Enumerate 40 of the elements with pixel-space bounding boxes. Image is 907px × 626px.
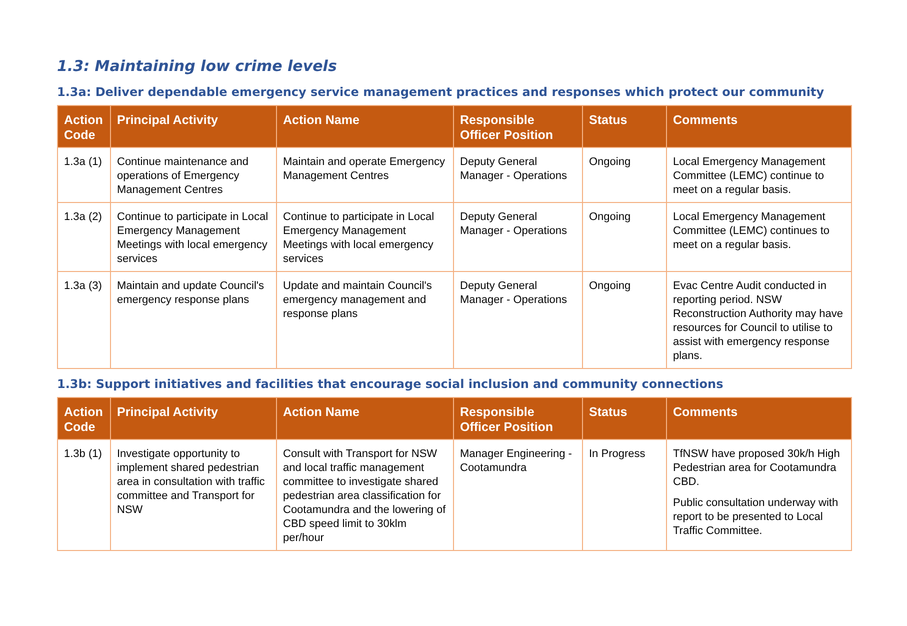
table-cell: In Progress	[582, 440, 666, 550]
column-header: Status	[582, 106, 666, 148]
column-header: Comments	[666, 106, 852, 148]
table-cell: 1.3a (1)	[58, 148, 110, 202]
column-header: Action Code	[58, 106, 110, 148]
table-cell: Continue maintenance and operations of Emergency Management Centres	[110, 148, 276, 202]
section-heading: 1.3b: Support initiatives and facilities that encourage social inclusion and community connections	[57, 376, 724, 393]
table-cell: Local Emergency Management Committee (LEMC) continue to meet on a regular basis.	[666, 148, 852, 202]
table-cell: Ongoing	[582, 202, 666, 272]
table-cell: Evac Centre Audit conducted in reporting period. NSW Reconstruction Authority may have resources for Council to utilise to assist with emergency response plans.	[666, 272, 852, 368]
table-cell: Maintain and update Council's emergency response plans	[110, 272, 276, 368]
table-cell: Deputy General Manager - Operations	[454, 148, 582, 202]
page-title: 1.3: Maintaining low crime levels	[57, 56, 337, 76]
cell-text: Public consultation underway with report to be presented to Local Traffic Committee.	[673, 496, 840, 538]
table-cell: Maintain and operate Emergency Management Centres	[276, 148, 454, 202]
table-cell: Ongoing	[582, 148, 666, 202]
table-cell: Continue to participate in Local Emergency Management Meetings with local emergency services	[276, 202, 454, 272]
column-header: Responsible Officer Position	[454, 106, 582, 148]
table-cell: Update and maintain Council's emergency management and response plans	[276, 272, 454, 368]
column-header: Comments	[666, 398, 852, 440]
table-cell: Investigate opportunity to implement shared pedestrian area in consultation with traffic committee and Transport for NSW	[110, 440, 276, 550]
column-header: Action Name	[276, 398, 454, 440]
column-header: Principal Activity	[110, 398, 276, 440]
section-heading: 1.3a: Deliver dependable emergency service management practices and responses which protect our community	[57, 84, 824, 101]
table-cell: 1.3a (3)	[58, 272, 110, 368]
column-header: Action Name	[276, 106, 454, 148]
table-cell: Consult with Transport for NSW and local traffic management committee to investigate shared pedestrian area classification for Cootamundra and the lowering of CBD speed limit to 30klm per/hour	[276, 440, 454, 550]
table-cell: Local Emergency Management Committee (LEMC) continues to meet on a regular basis.	[666, 202, 852, 272]
table-cell: 1.3b (1)	[58, 440, 110, 550]
table-cell: Ongoing	[582, 272, 666, 368]
column-header: Principal Activity	[110, 106, 276, 148]
column-header: Responsible Officer Position	[454, 398, 582, 440]
table-cell: Manager Engineering - Cootamundra	[454, 440, 582, 550]
column-header: Status	[582, 398, 666, 440]
table-cell: 1.3a (2)	[58, 202, 110, 272]
table-cell: Continue to participate in Local Emergency Management Meetings with local emergency services	[110, 202, 276, 272]
table-cell: Deputy General Manager - Operations	[454, 272, 582, 368]
cell-text: TfNSW have proposed 30k/h High Pedestrian area for Cootamundra CBD.	[673, 447, 841, 489]
column-header: Action Code	[58, 398, 110, 440]
table-cell: Deputy General Manager - Operations	[454, 202, 582, 272]
